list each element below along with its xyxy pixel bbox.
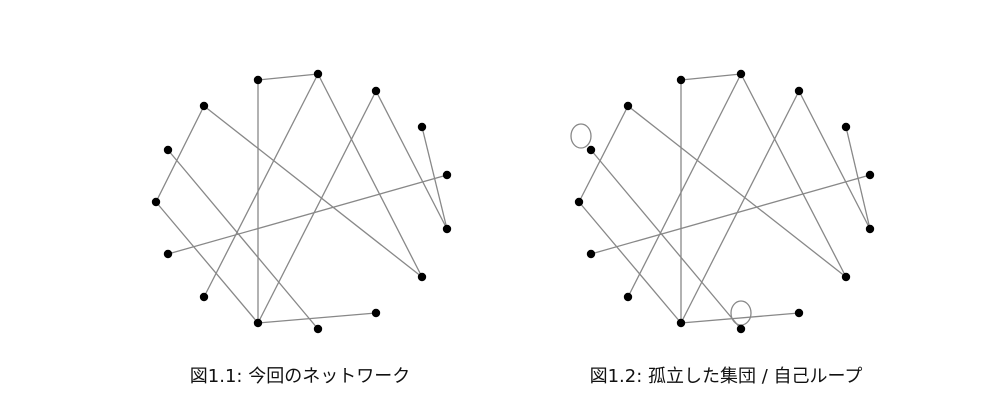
node-E (841, 122, 851, 132)
node-L (199, 292, 209, 302)
node-B (736, 69, 746, 79)
node-H (151, 197, 161, 207)
node-M (676, 318, 686, 328)
figure-1-caption: 図1.1: 今回のネットワーク (189, 366, 411, 387)
node-G (865, 170, 875, 180)
node-F (163, 145, 173, 155)
edge-B-L (627, 73, 742, 298)
edge-D-K (203, 105, 423, 278)
edge-A-B (257, 73, 319, 81)
node-K (417, 272, 427, 282)
node-H (574, 197, 584, 207)
node-B (313, 69, 323, 79)
node-A (676, 75, 686, 85)
node-I (865, 224, 875, 234)
self-loop-N (730, 300, 752, 326)
node-F (586, 145, 596, 155)
edge-F-N (590, 149, 742, 330)
edge-B-K (740, 73, 847, 278)
edge-C-M (257, 90, 377, 324)
edge-M-O (680, 312, 800, 324)
node-N (313, 324, 323, 334)
node-O (794, 308, 804, 318)
node-E (417, 122, 427, 132)
edge-J-G (167, 174, 448, 255)
self-loop-F (570, 123, 592, 149)
edge-H-M (578, 201, 682, 324)
figure-1-network (151, 69, 452, 334)
edge-C-I (798, 90, 871, 230)
node-O (371, 308, 381, 318)
node-C (371, 86, 381, 96)
edge-F-N (167, 149, 319, 330)
figure-2-network (570, 69, 875, 334)
edge-M-O (257, 312, 377, 324)
edge-A-B (680, 73, 742, 81)
node-I (442, 224, 452, 234)
node-J (163, 249, 173, 259)
node-D (623, 101, 633, 111)
node-D (199, 101, 209, 111)
figure-2-caption: 図1.2: 孤立した集団 / 自己ループ (589, 366, 863, 387)
edge-J-G (590, 174, 871, 255)
edge-D-K (627, 105, 847, 278)
node-J (586, 249, 596, 259)
edge-D-H (155, 105, 205, 203)
node-G (442, 170, 452, 180)
node-K (841, 272, 851, 282)
edge-C-M (680, 90, 800, 324)
node-A (253, 75, 263, 85)
node-N (736, 324, 746, 334)
edge-B-K (317, 73, 423, 278)
node-C (794, 86, 804, 96)
node-M (253, 318, 263, 328)
edge-B-L (203, 73, 319, 298)
node-L (623, 292, 633, 302)
edge-H-M (155, 201, 259, 324)
edge-D-H (578, 105, 629, 203)
edge-C-I (375, 90, 448, 230)
